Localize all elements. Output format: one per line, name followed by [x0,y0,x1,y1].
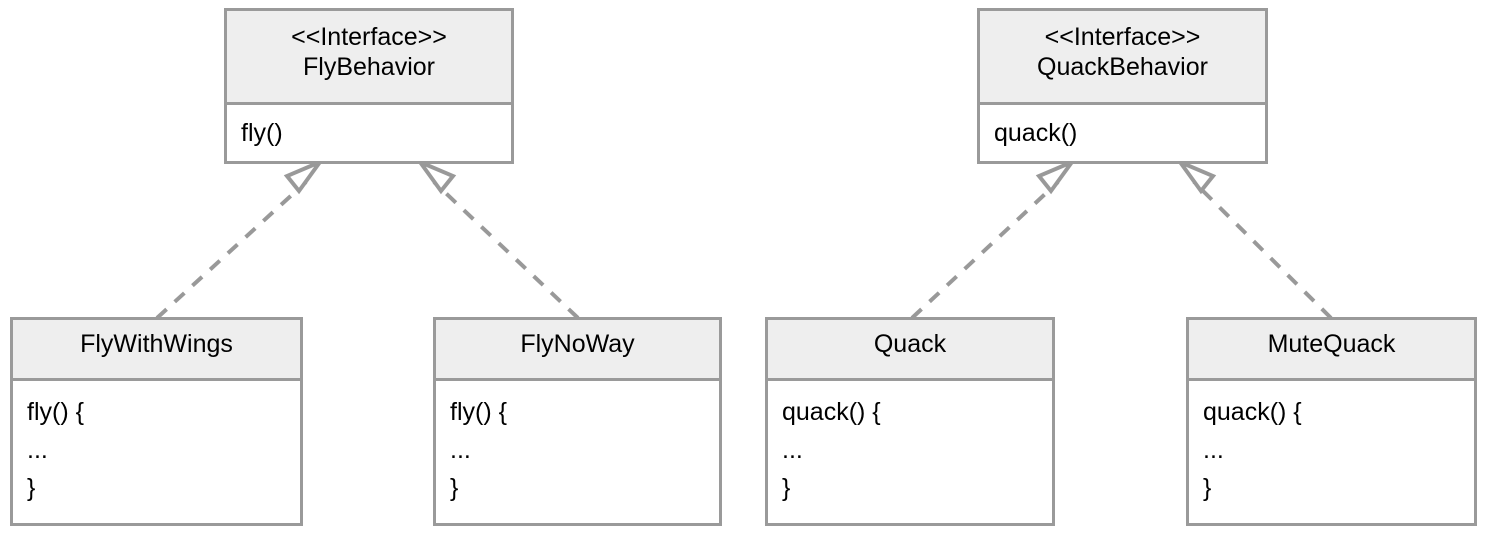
hollow-triangle-arrowhead [1035,157,1078,195]
realization-quack-to-quackbehavior [910,157,1078,320]
interface-methods-quack-behavior: quack() [980,105,1265,161]
interface-header-quack-behavior: <<Interface>> QuackBehavior [980,11,1265,105]
realization-line [155,180,308,320]
class-box-mute-quack[interactable]: MuteQuack quack() { ... } [1186,317,1477,526]
class-name-fly-no-way: FlyNoWay [436,320,719,381]
class-body-fly-no-way: fly() { ... } [436,381,719,523]
class-name-mute-quack: MuteQuack [1189,320,1474,381]
hollow-triangle-arrowhead [283,157,326,195]
interface-methods-fly-behavior: fly() [227,105,511,161]
realization-line [432,180,580,320]
interface-box-fly-behavior[interactable]: <<Interface>> FlyBehavior fly() [224,8,514,164]
class-box-quack[interactable]: Quack quack() { ... } [765,317,1055,526]
class-name-quack: Quack [768,320,1052,381]
class-name-fly-with-wings: FlyWithWings [13,320,300,381]
class-body-quack: quack() { ... } [768,381,1052,523]
realization-flynoway-to-flybehavior [414,157,580,320]
class-box-fly-with-wings[interactable]: FlyWithWings fly() { ... } [10,317,303,526]
realization-line [910,180,1060,320]
interface-header-fly-behavior: <<Interface>> FlyBehavior [227,11,511,105]
hollow-triangle-arrowhead [414,157,457,195]
interface-box-quack-behavior[interactable]: <<Interface>> QuackBehavior quack() [977,8,1268,164]
realization-mutequack-to-quackbehavior [1174,157,1333,320]
realization-flywithwings-to-flybehavior [155,157,326,320]
hollow-triangle-arrowhead [1174,157,1217,195]
class-body-fly-with-wings: fly() { ... } [13,381,300,523]
class-box-fly-no-way[interactable]: FlyNoWay fly() { ... } [433,317,722,526]
class-body-mute-quack: quack() { ... } [1189,381,1474,523]
realization-line [1192,180,1333,320]
